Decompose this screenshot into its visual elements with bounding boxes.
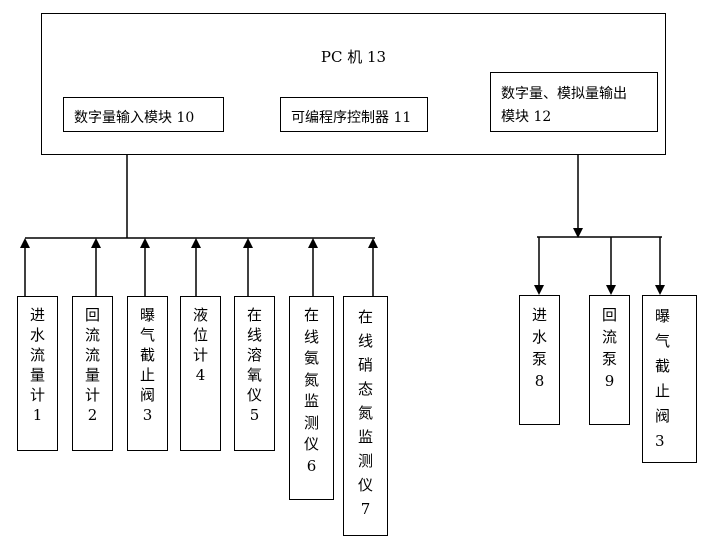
sensor-aeration-valve-label: 曝 气 截 止 阀 3: [139, 306, 155, 424]
output-module-label-line2: 模块 12: [501, 109, 552, 125]
sensor-return-flow-meter: 回 流 流 量 计 2: [72, 296, 113, 451]
sensor-nitrate-monitor-label: 在 线 硝 态 氮 监 测 仪 7: [357, 308, 373, 518]
plc-module: 可编程序控制器 11: [280, 97, 428, 132]
sensor-inflow-meter: 进 水 流 量 计 1: [17, 296, 58, 451]
sensor-aeration-valve: 曝 气 截 止 阀 3: [127, 296, 168, 451]
sensor-nitrate-monitor: 在 线 硝 态 氮 监 测 仪 7: [343, 296, 388, 536]
actuator-aeration-valve-label: 曝 气 截 止 阀 3: [655, 307, 671, 450]
sensor-ammonia-monitor-label: 在 线 氨 氮 监 测 仪 6: [303, 306, 319, 475]
actuator-inflow-pump: 进 水 泵 8: [519, 295, 560, 425]
sensor-ammonia-monitor: 在 线 氨 氮 监 测 仪 6: [289, 296, 334, 500]
sensor-level-meter: 液 位 计 4: [180, 296, 221, 451]
sensor-dissolved-oxygen-label: 在 线 溶 氧 仪 5: [246, 306, 262, 424]
sensor-inflow-meter-label: 进 水 流 量 计 1: [29, 306, 45, 424]
output-module: 数字量、模拟量输出 模块 12: [490, 72, 658, 132]
sensor-level-meter-label: 液 位 计 4: [192, 306, 208, 384]
pc-title: PC 机 13: [320, 48, 387, 66]
digital-input-module-label: 数字量输入模块 10: [74, 110, 195, 126]
sensor-dissolved-oxygen: 在 线 溶 氧 仪 5: [234, 296, 275, 451]
actuator-return-pump-label: 回 流 泵 9: [601, 306, 617, 390]
sensor-return-flow-meter-label: 回 流 流 量 计 2: [84, 306, 100, 424]
actuator-return-pump: 回 流 泵 9: [589, 295, 630, 425]
actuator-inflow-pump-label: 进 水 泵 8: [531, 306, 547, 390]
digital-input-module: 数字量输入模块 10: [63, 97, 224, 132]
output-module-label-line1: 数字量、模拟量输出: [501, 86, 627, 102]
plc-module-label: 可编程序控制器 11: [291, 110, 412, 126]
actuator-aeration-valve: 曝 气 截 止 阀 3: [642, 295, 697, 463]
